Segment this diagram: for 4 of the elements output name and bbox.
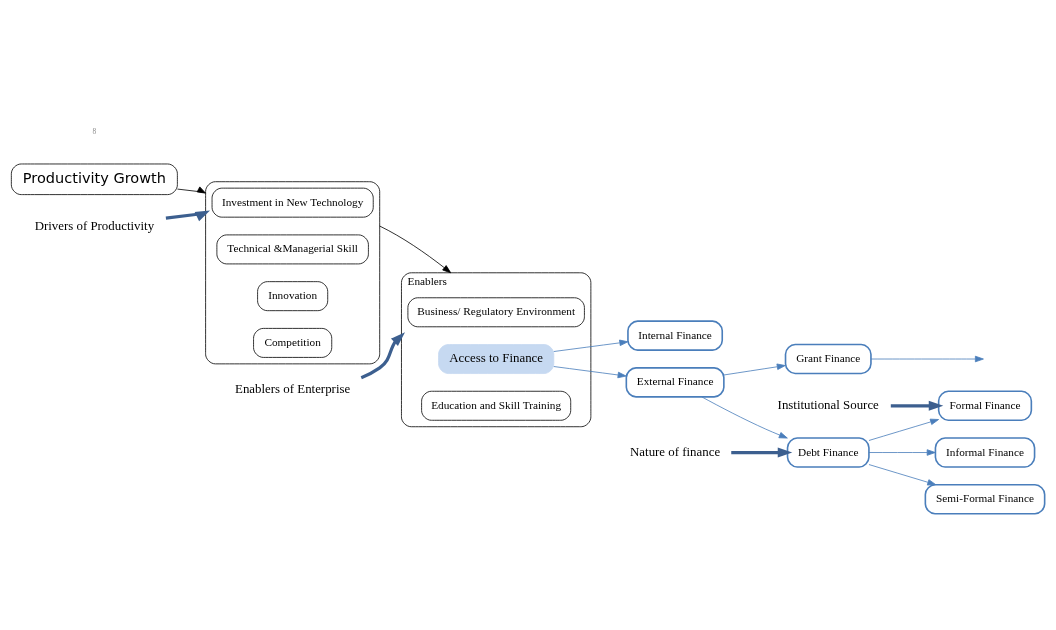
node-text: Nature of finance bbox=[630, 444, 721, 459]
node-text: Drivers of Productivity bbox=[34, 218, 155, 233]
node-text: Institutional Source bbox=[777, 397, 879, 412]
node-text: Enablers of Enterprise bbox=[235, 381, 351, 396]
